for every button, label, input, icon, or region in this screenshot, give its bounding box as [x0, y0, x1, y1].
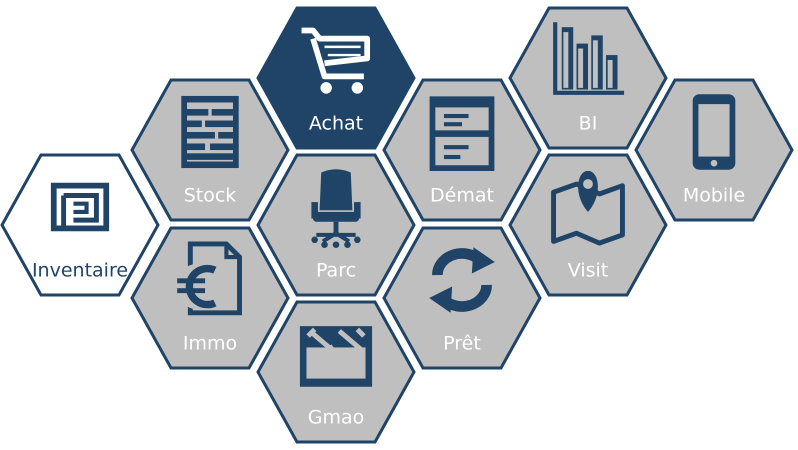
module-label: Parc	[316, 260, 356, 282]
module-label: Stock	[184, 185, 237, 207]
smartphone-icon	[692, 94, 736, 170]
module-stock[interactable]: Stock	[130, 78, 290, 222]
euro-document-icon	[175, 241, 242, 316]
module-label: Démat	[430, 185, 494, 207]
document-form-icon	[429, 96, 495, 171]
module-parc[interactable]: Parc	[256, 153, 416, 297]
module-label: BI	[579, 113, 598, 135]
module-achat[interactable]: Achat	[256, 6, 416, 150]
toolbox-icon	[299, 326, 373, 387]
module-label: Immo	[183, 333, 237, 355]
shelving-icon	[181, 95, 239, 169]
module-mobile[interactable]: Mobile	[634, 78, 794, 222]
module-demat[interactable]: Démat	[382, 78, 542, 222]
module-bi[interactable]: BI	[508, 6, 668, 150]
hexagon-tile	[508, 153, 668, 297]
module-label: Gmao	[308, 407, 365, 429]
module-visit[interactable]: Visit	[508, 153, 668, 297]
module-pret[interactable]: Prêt	[382, 226, 542, 370]
module-label: Achat	[309, 113, 363, 135]
module-label: Mobile	[683, 185, 745, 207]
module-immo[interactable]: Immo	[130, 226, 290, 370]
office-chair-icon	[311, 169, 361, 248]
module-inventaire[interactable]: Inventaire	[0, 153, 160, 297]
module-label: Prêt	[443, 333, 481, 355]
hexagon-tile	[0, 153, 160, 297]
bar-chart-icon	[553, 22, 625, 95]
hexagon-tile	[382, 78, 542, 222]
map-pin-icon	[551, 170, 625, 246]
hexagon-tile	[382, 226, 542, 370]
shopping-cart-icon	[301, 27, 371, 94]
module-label: Inventaire	[32, 260, 128, 282]
exchange-arrows-icon	[429, 247, 495, 313]
inventory-chip-icon	[50, 182, 110, 232]
module-gmao[interactable]: Gmao	[256, 300, 416, 444]
module-label: Visit	[568, 260, 609, 282]
